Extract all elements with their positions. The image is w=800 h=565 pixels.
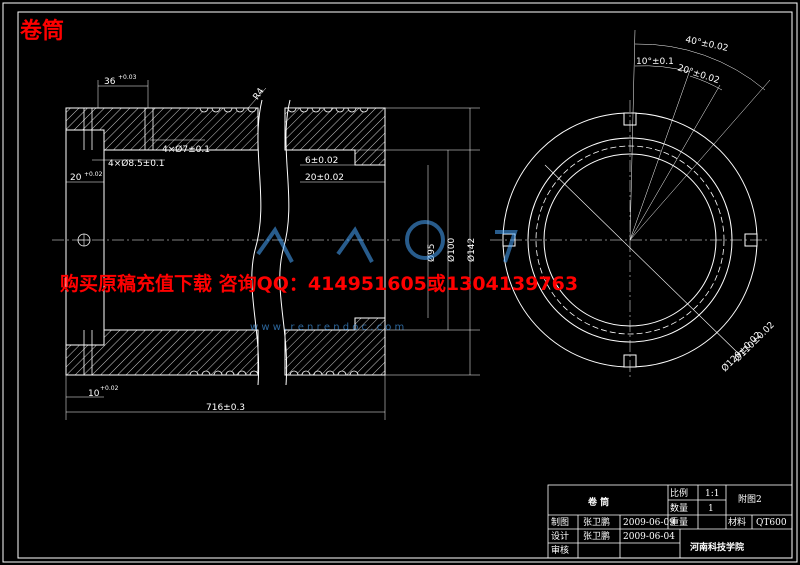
watermark-site: w w w . r e n r e n d o c . c o m [250,322,404,333]
dim-phi95: Ø95 [426,243,437,262]
dim-r4: R4 [252,86,267,102]
tb-design-name: 张卫鹏 [583,530,610,542]
dim-6: 6±0.02 [305,156,338,166]
title-block [547,484,793,559]
dim-hole-8-5: 4×Ø8.5±0.1 [108,158,165,169]
dim-phi100: Ø100 [446,237,457,262]
dim-20-left: 20 [70,173,82,183]
tb-design-date: 2009-06-04 [623,532,675,542]
dim-36: 36 [104,77,116,87]
dim-20-right: 20±0.02 [305,173,344,183]
tb-qty-value: 1 [708,504,714,514]
break-line-left [251,99,263,386]
tb-qty-label: 数量 [670,502,688,514]
dim-20-left-tol: +0.02 [84,171,103,178]
tb-scale-label: 比例 [670,487,688,499]
tb-weight-label: 重量 [670,516,688,528]
dim-hole-7: 4×Ø7±0.1 [162,144,210,155]
page-title: 卷筒 [19,18,64,44]
dim-angle-10: 10°±0.1 [636,57,674,67]
section-view [52,80,480,420]
watermark-text: 购买原稿充值下载 咨询QQ：414951605或1304139763 [60,272,578,295]
upper-wall-left [65,107,259,151]
tb-school: 河南科技学院 [690,541,744,553]
tb-material-label: 材料 [728,516,746,528]
tb-drawing-no: 附图2 [738,493,762,505]
tb-scale-value: 1:1 [705,489,719,499]
dim-phi142: Ø142 [466,238,477,262]
tb-design-label: 设计 [551,530,569,542]
dim-phi120: Ø120±0.02 [719,330,763,374]
tb-material-value: QT600 [756,518,787,528]
tb-drawn-name: 张卫鹏 [583,516,610,528]
dim-716: 716±0.3 [206,403,245,413]
dim-36-tol: +0.03 [118,74,137,81]
watermark-logo [256,220,518,263]
break-line-right [279,99,291,386]
lower-wall-left [65,329,259,376]
tb-part-name: 卷 筒 [587,496,609,508]
end-view [490,29,771,380]
rope-grooves-bottom [189,370,359,376]
drawing-frame [17,11,793,559]
dim-10: 10 [88,389,100,399]
dim-10-tol: +0.02 [100,385,119,392]
dim-angle-20: 20°±0.02 [676,63,721,86]
tb-review-label: 审核 [551,544,569,556]
tb-drawn-label: 制图 [551,516,569,528]
tb-drawn-date: 2009-06-09 [623,518,675,528]
